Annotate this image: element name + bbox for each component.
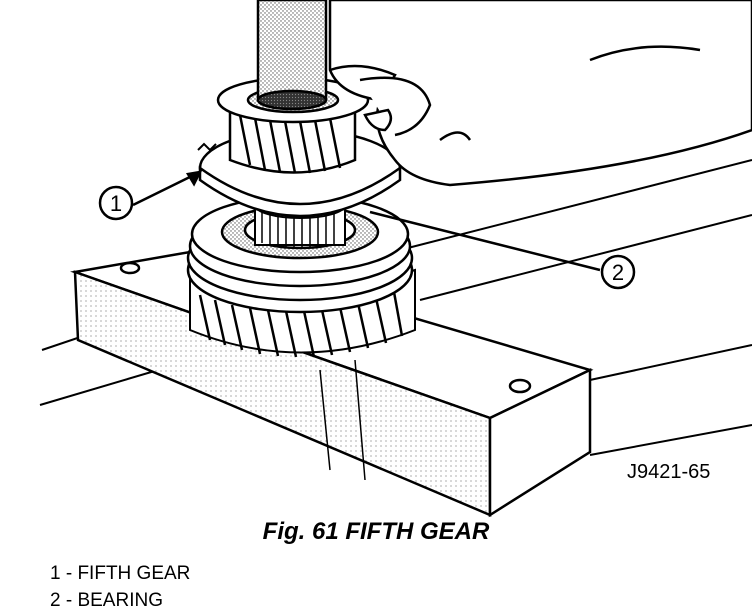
callout-1: 1 [98, 185, 134, 221]
legend-item-2: 2 - BEARING [50, 590, 163, 611]
fifth-gear-illustration: 1 2 J9421-65 [39, 0, 752, 518]
press-tool-shaft [256, 0, 328, 111]
callout-2: 2 [600, 254, 636, 290]
callout-2-label: 2 [612, 260, 624, 285]
figure-caption: Fig. 61 FIFTH GEAR [262, 518, 490, 545]
figure-code: J9421-65 [627, 461, 710, 483]
callout-1-label: 1 [110, 191, 122, 216]
leader-lines [132, 170, 601, 272]
hand [328, 0, 752, 187]
legend-item-1: 1 - FIFTH GEAR [50, 563, 191, 584]
